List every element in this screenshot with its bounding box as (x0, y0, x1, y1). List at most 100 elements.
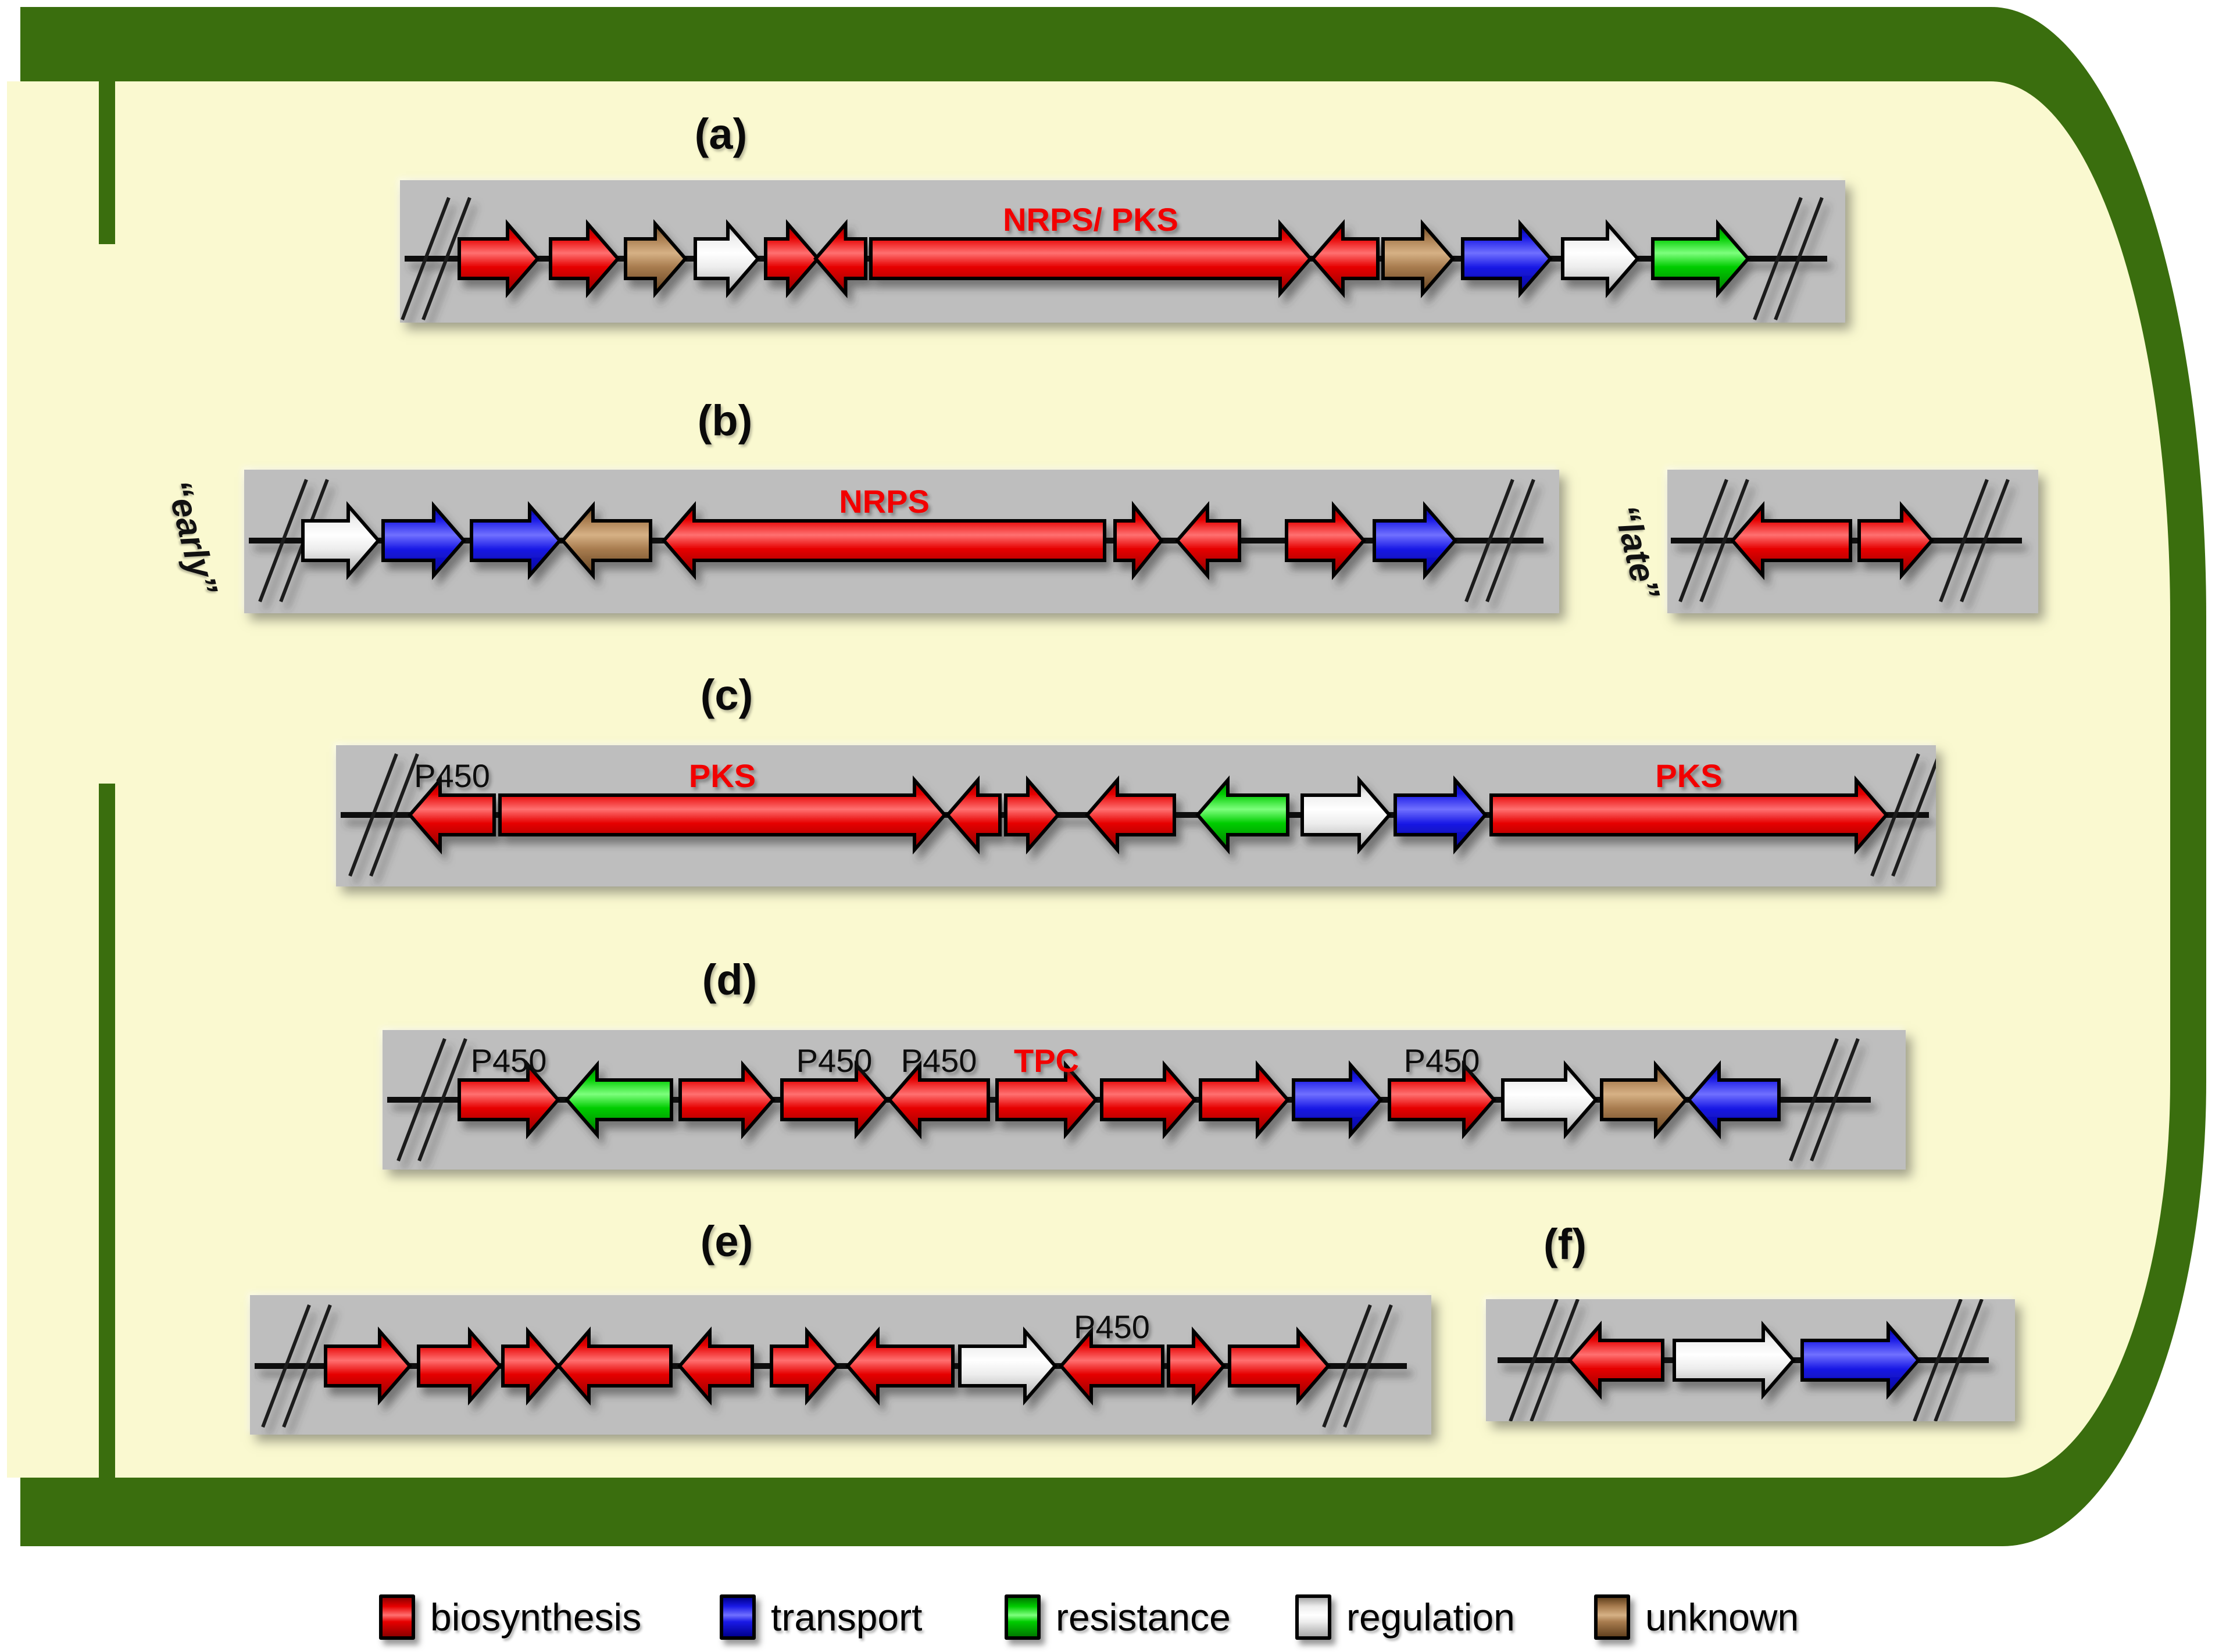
gene-arrow-biosynthesis (1567, 1320, 1664, 1400)
gene-arrow-biosynthesis (556, 1326, 673, 1406)
gene-arrow-transport (1394, 775, 1488, 855)
panel-f-letter: (f) (1543, 1220, 1587, 1268)
sequence-break-slash (258, 478, 308, 603)
sequence-break-slash (421, 196, 471, 321)
resistance-swatch (1005, 1594, 1041, 1640)
gene-arrow-biosynthesis (417, 1326, 502, 1406)
gene-annotation-label: NRPS (839, 483, 930, 520)
gene-arrow-regulation (1673, 1320, 1796, 1400)
gene-arrow-biosynthesis (770, 1326, 839, 1406)
gene-arrow-biosynthesis (408, 775, 496, 855)
sequence-break-slash (1509, 1299, 1559, 1421)
gene-arrow-biosynthesis (1085, 775, 1176, 855)
gene-arrow-biosynthesis (945, 775, 1002, 855)
gene-arrow-biosynthesis (1489, 775, 1889, 855)
gene-arrow-biosynthesis (662, 500, 1106, 581)
gene-arrow-unknown (1381, 219, 1455, 299)
gene-annotation-label: PKS (689, 757, 756, 794)
regulation-swatch (1295, 1594, 1331, 1640)
gene-arrow-biosynthesis (1059, 1326, 1164, 1406)
panel-f-drawing (1498, 1299, 1989, 1421)
gene-arrow-biosynthesis (498, 775, 947, 855)
sequence-break-slash (1870, 753, 1920, 877)
sequence-break-slash (1322, 1304, 1372, 1428)
gene-arrow-transport (1461, 219, 1553, 299)
sequence-break-slash (282, 1304, 332, 1428)
panel-b-letter: (b) (697, 396, 753, 445)
gene-arrow-biosynthesis (549, 219, 620, 299)
panel-a-box: NRPS/ PKS (400, 180, 1845, 323)
gene-arrow-resistance (1651, 219, 1750, 299)
gene-arrow-biosynthesis (1004, 775, 1060, 855)
legend-item-regulation: regulation (1295, 1588, 1515, 1646)
gene-arrow-biosynthesis (995, 1060, 1098, 1140)
sequence-break-slash (261, 1304, 311, 1428)
legend-label: resistance (1056, 1596, 1231, 1639)
gene-arrow-biosynthesis (1167, 1326, 1226, 1406)
gene-annotation-label: P450 (471, 1042, 547, 1079)
gene-arrow-biosynthesis (1228, 1326, 1331, 1406)
gene-arrow-biosynthesis (458, 219, 540, 299)
legend-item-resistance: resistance (1005, 1588, 1231, 1646)
panel-d-letter: (d) (702, 956, 758, 1004)
gene-arrow-transport (1373, 500, 1457, 581)
gene-arrow-regulation (694, 219, 760, 299)
gene-arrow-biosynthesis (887, 1060, 990, 1140)
gene-annotation-label: PKS (1655, 757, 1722, 794)
sequence-break-slash (1939, 478, 1989, 603)
panel-e-box: P450 (250, 1295, 1431, 1435)
gene-arrow-regulation (301, 500, 381, 581)
gene-arrow-transport (1687, 1060, 1781, 1140)
gene-annotation-label: P450 (1074, 1308, 1150, 1345)
gene-arrow-biosynthesis (678, 1060, 776, 1140)
gene-annotation-label: NRPS/ PKS (1003, 201, 1178, 238)
legend-label: biosynthesis (430, 1596, 642, 1639)
unknown-swatch (1594, 1594, 1630, 1640)
sequence-break-slash (1530, 1299, 1580, 1421)
sequence-break-slash (1699, 478, 1749, 603)
gene-arrow-regulation (958, 1326, 1057, 1406)
gene-arrow-biosynthesis (1730, 500, 1852, 581)
sequence-break-slash (417, 1038, 467, 1162)
panel-c-drawing: P450 PKS PKS (341, 753, 1936, 877)
gene-arrow-unknown (624, 219, 688, 299)
gene-arrow-biosynthesis (1388, 1060, 1496, 1140)
gene-arrow-biosynthesis (501, 1326, 560, 1406)
sequence-break-slash (1774, 196, 1824, 321)
sequence-break-slash (369, 753, 419, 877)
panel-e-drawing: P450 (255, 1304, 1407, 1428)
sequence-break-slash (1343, 1304, 1393, 1428)
gene-arrow-biosynthesis (458, 1060, 560, 1140)
panel-a-drawing: NRPS/ PKS (401, 196, 1827, 321)
gene-arrow-biosynthesis (764, 219, 820, 299)
gene-annotation-label: P450 (1404, 1042, 1480, 1079)
panel-b-late-drawing (1671, 478, 2022, 603)
gene-arrow-resistance (564, 1060, 673, 1140)
gene-annotation-label: TPC (1014, 1042, 1079, 1079)
panel-e-letter: (e) (700, 1217, 753, 1265)
gene-arrow-biosynthesis (324, 1326, 412, 1406)
left-green-strip-bottom (99, 784, 115, 1478)
legend-label: regulation (1346, 1596, 1515, 1639)
gene-arrow-biosynthesis (1100, 1060, 1197, 1140)
gene-arrow-unknown (1600, 1060, 1688, 1140)
gene-annotation-label: P450 (796, 1042, 873, 1079)
sequence-break-slash (1464, 478, 1514, 603)
legend-item-unknown: unknown (1594, 1588, 1799, 1646)
gene-arrow-regulation (1561, 219, 1640, 299)
gene-annotation-label: P450 (414, 757, 490, 794)
gene-arrow-transport (1292, 1060, 1383, 1140)
sequence-break-slash (401, 196, 451, 321)
transport-swatch (720, 1594, 756, 1640)
legend-item-biosynthesis: biosynthesis (379, 1588, 641, 1646)
gene-arrow-biosynthesis (1285, 500, 1366, 581)
sequence-break-slash (1789, 1038, 1839, 1162)
panel-b-box: NRPS (244, 470, 1559, 613)
gene-arrow-biosynthesis (1199, 1060, 1290, 1140)
sequence-break-slash (396, 1038, 446, 1162)
legend-label: unknown (1645, 1596, 1799, 1639)
gene-arrow-transport (470, 500, 562, 581)
gene-arrow-biosynthesis (780, 1060, 889, 1140)
